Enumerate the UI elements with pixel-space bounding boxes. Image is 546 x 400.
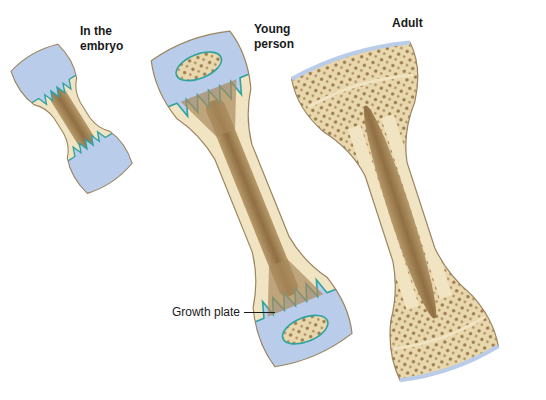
embryo-bone	[0, 18, 158, 218]
part-label: Growth plate	[172, 305, 240, 320]
stage-label: Young person	[254, 22, 306, 52]
adult-bone	[268, 16, 531, 400]
stage-label: Adult	[392, 16, 452, 31]
leader-line	[244, 312, 275, 313]
stage-label: In the embryo	[80, 24, 134, 54]
